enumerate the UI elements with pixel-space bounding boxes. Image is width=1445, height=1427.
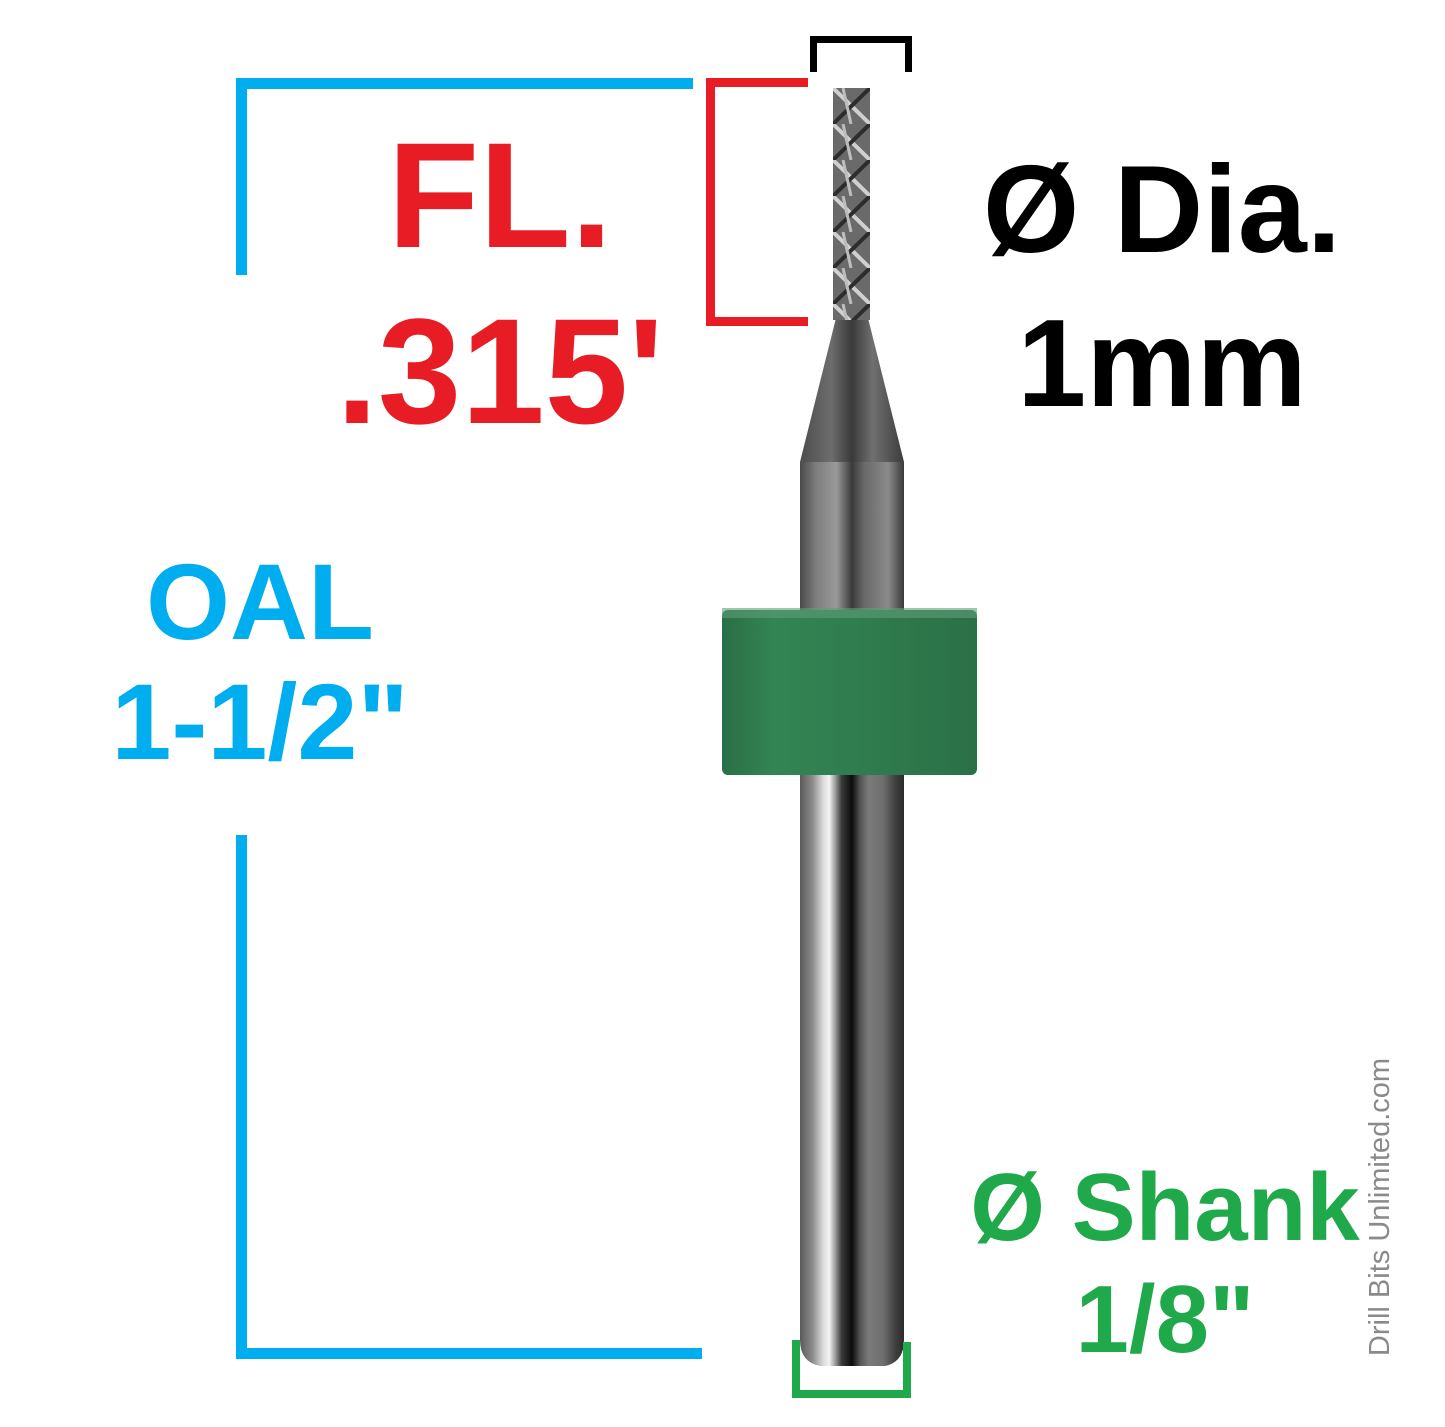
shank: [800, 770, 904, 1366]
watermark-text: Drill Bits Unlimited.com: [1364, 1057, 1396, 1357]
diameter-title: Ø Dia.: [982, 141, 1342, 279]
taper: [800, 318, 904, 462]
overall-length-title: OAL: [146, 541, 374, 662]
cutting-diameter-bracket: [810, 36, 912, 72]
body: [800, 462, 904, 622]
overall-length-bracket: [236, 78, 702, 1359]
flute-length-value: .315': [336, 287, 664, 455]
shank-title: Ø Shank: [970, 1154, 1360, 1261]
flutes: [833, 88, 870, 320]
flute-length-title: FL.: [387, 111, 613, 279]
depth-collar: [722, 610, 977, 775]
flute-length-bracket: [706, 78, 808, 326]
shank-diameter-bracket: [792, 1340, 911, 1398]
shank-value: 1/8": [1075, 1266, 1255, 1373]
overall-length-value: 1-1/2": [111, 661, 409, 782]
diameter-value: 1mm: [1017, 295, 1307, 433]
drill-bit: [722, 88, 977, 1366]
